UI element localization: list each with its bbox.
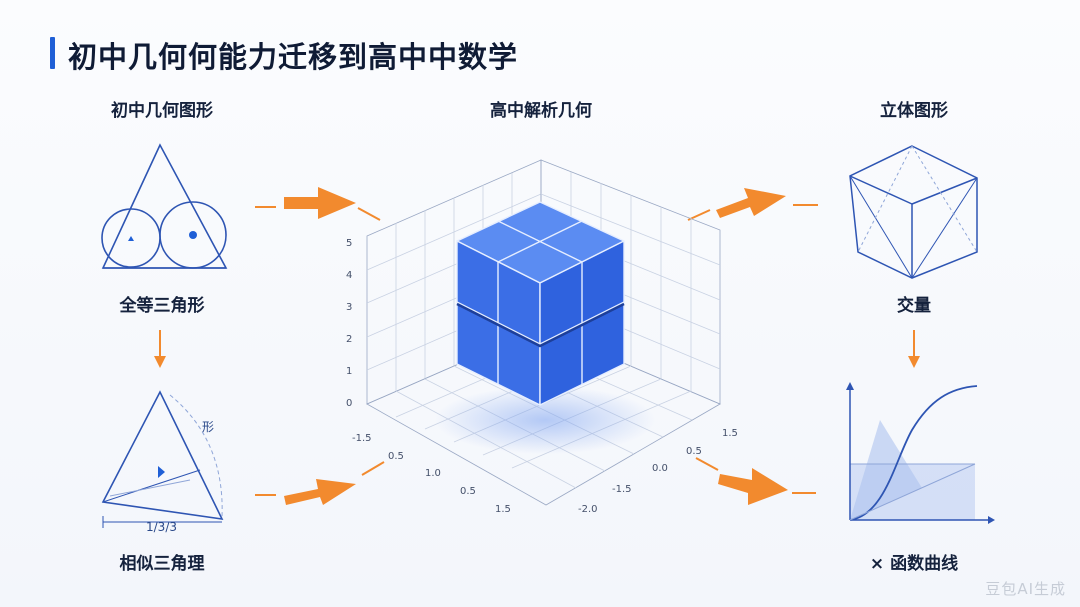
polyhedron-figure: [849, 145, 978, 279]
side-mark: 形: [202, 420, 214, 434]
similar-triangles-caption: 相似三角理: [119, 554, 205, 574]
vector-caption: 交量: [897, 296, 931, 316]
y-tick: 0.0: [652, 463, 668, 474]
left-down-arrow: [154, 330, 166, 368]
cube-shadow: [435, 386, 655, 454]
z-tick: 2: [346, 334, 352, 345]
x-tick: -1.5: [352, 433, 372, 444]
y-tick: 1.5: [722, 428, 738, 439]
x-tick: 0.5: [460, 486, 476, 497]
base-mark: 1/3/3: [146, 520, 177, 534]
z-tick: 0: [346, 398, 352, 409]
arrow-bottom-left: [255, 461, 385, 505]
congruent-triangles-figure: [101, 143, 228, 269]
center-column-heading: 高中解析几何: [490, 101, 592, 121]
y-tick: -2.0: [578, 504, 598, 515]
x-tick: 1.0: [425, 468, 441, 479]
z-tick: 5: [346, 238, 352, 249]
right-down-arrow: [908, 330, 920, 368]
x-tick: 1.5: [495, 504, 511, 515]
arrow-top-right: [687, 188, 818, 221]
y-axis-ticks: 1.5 0.5 0.0 -1.5 -2.0: [578, 428, 738, 515]
congruent-triangles-caption: 全等三角形: [119, 296, 205, 316]
title-accent-bar: [50, 37, 55, 69]
left-column-heading: 初中几何图形: [111, 101, 213, 121]
arrow-bottom-right: [695, 457, 816, 505]
cube-stack: [456, 201, 625, 406]
similar-triangles-figure: [101, 390, 224, 528]
z-tick: 4: [346, 270, 352, 281]
page-title: 初中几何何能力迁移到高中中数学: [68, 40, 519, 74]
function-curve-figure: [846, 382, 995, 524]
x-tick: 0.5: [388, 451, 404, 462]
z-axis-ticks: 0 1 2 3 4 5: [346, 238, 352, 409]
y-tick: 0.5: [686, 446, 702, 457]
right-column-heading: 立体图形: [880, 101, 948, 121]
arrow-top-left: [255, 187, 381, 221]
watermark: 豆包AI生成: [985, 580, 1066, 598]
z-tick: 3: [346, 302, 352, 313]
function-curve-caption: × 函数曲线: [869, 554, 959, 574]
z-tick: 1: [346, 366, 352, 377]
y-tick: -1.5: [612, 484, 632, 495]
x-axis-ticks: -1.5 0.5 1.0 0.5 1.5: [352, 433, 511, 515]
